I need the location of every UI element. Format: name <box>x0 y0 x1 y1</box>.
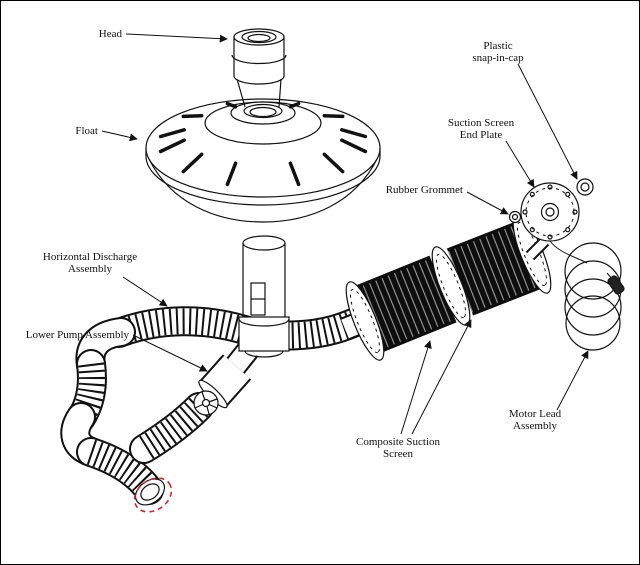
plastic-cap-leader <box>517 63 578 180</box>
float-label: Float <box>75 125 98 137</box>
plastic-snap-in-cap <box>576 178 594 196</box>
horizontal-discharge-label-line1: Horizontal Discharge <box>43 251 137 263</box>
rubber-grommet <box>508 210 522 224</box>
motor-lead-connector <box>607 275 625 295</box>
leader-lines <box>101 33 589 435</box>
head <box>231 28 287 108</box>
end-plate-label-line1: Suction Screen <box>448 117 515 129</box>
plastic-cap-label-line1: Plastic <box>483 40 512 52</box>
composite-screen-label-line2: Screen <box>383 448 413 460</box>
suction-screen-end-plate <box>520 182 580 242</box>
float <box>145 98 381 223</box>
horizontal-discharge-label-line2: Assembly <box>68 263 113 275</box>
motor-lead-label-line2: Assembly <box>513 420 558 432</box>
motor-lead-leader <box>556 350 589 411</box>
lower-pump-leader <box>132 334 208 372</box>
motor-lead-label-line1: Motor Lead <box>509 408 562 420</box>
float-leader <box>101 130 138 142</box>
head-leader <box>125 33 228 43</box>
composite-screen-label-line1: Composite Suction <box>356 436 441 448</box>
pump-impeller <box>193 390 219 416</box>
screen-flange-left <box>345 281 385 361</box>
rubber-grommet-label: Rubber Grommet <box>386 184 463 196</box>
end-plate-leader <box>505 140 535 188</box>
lower-pump-label: Lower Pump Assembly <box>26 329 130 341</box>
float-vent-slots <box>158 101 368 187</box>
labels: Head Float Plastic snap-in-cap Suction S… <box>26 28 562 460</box>
composite-screen-leader-1 <box>400 340 432 435</box>
composite-screen-leader-2 <box>411 319 472 435</box>
end-plate-label-line2: End Plate <box>460 129 503 141</box>
horizontal-discharge-leader <box>122 276 168 307</box>
hose-end-highlight <box>133 477 173 513</box>
motor-lead-assembly <box>549 240 625 351</box>
rubber-grommet-leader <box>466 191 509 215</box>
plastic-cap-label-line2: snap-in-cap <box>472 52 524 64</box>
discharge-pipe <box>238 235 290 358</box>
lower-pump-assembly <box>193 341 259 416</box>
head-label: Head <box>99 28 123 40</box>
